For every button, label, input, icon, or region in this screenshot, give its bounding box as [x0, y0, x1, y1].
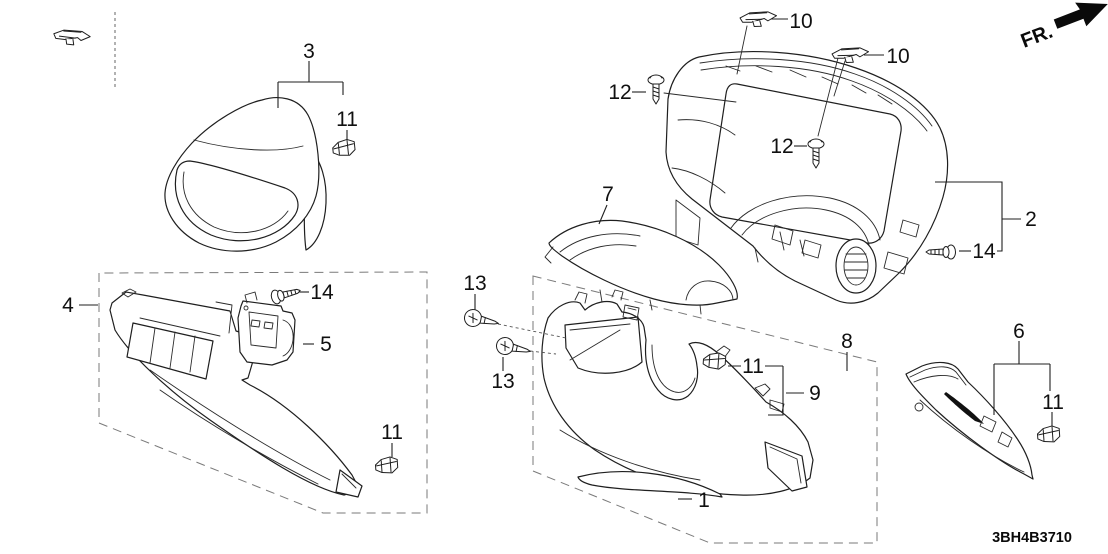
callout-9[interactable]: 9 — [809, 382, 821, 405]
callout-7[interactable]: 7 — [602, 183, 614, 206]
callout-14a[interactable]: 14 — [310, 281, 334, 304]
callout-1[interactable]: 1 — [698, 489, 710, 512]
screw-icon-12a — [647, 74, 665, 105]
part-9-driver-lower-cover[interactable] — [541, 289, 814, 496]
assembly-boundary-4 — [98, 271, 428, 514]
clip-icon-11d — [1036, 424, 1061, 444]
callout-labels: 3 11 10 10 12 12 2 14 7 14 4 5 13 13 11 … — [62, 10, 1064, 512]
part-1-lower-trim-strip[interactable] — [577, 471, 723, 498]
callout-10a[interactable]: 10 — [789, 10, 812, 33]
callout-6[interactable]: 6 — [1013, 320, 1025, 343]
part-5-bracket[interactable] — [237, 291, 296, 366]
callout-2[interactable]: 2 — [1025, 208, 1037, 231]
leader-lines — [79, 18, 1053, 500]
callout-14b[interactable]: 14 — [972, 240, 996, 263]
callout-13a[interactable]: 13 — [463, 272, 486, 295]
callout-10b[interactable]: 10 — [886, 45, 909, 68]
callout-11a[interactable]: 11 — [336, 108, 358, 131]
fr-direction-indicator: FR. — [1018, 2, 1108, 53]
part-2-meter-visor[interactable] — [665, 51, 949, 304]
clip-icon-legend — [51, 24, 92, 50]
screw-icon-13a — [462, 307, 501, 333]
assembly-boundary-8 — [532, 275, 878, 544]
clip-icon-11a — [331, 138, 357, 158]
screw-icon-13b — [494, 335, 533, 361]
callout-12a[interactable]: 12 — [608, 81, 631, 104]
clip-icon-10a — [738, 8, 778, 30]
part-3-speaker-garnish[interactable] — [164, 97, 327, 252]
part-7-steering-column-cover[interactable] — [544, 219, 738, 315]
clip-icon-11b — [374, 455, 399, 475]
callout-11d[interactable]: 11 — [1042, 391, 1064, 414]
part-4-driver-vent-garnish[interactable] — [109, 288, 363, 498]
callout-11b[interactable]: 11 — [381, 421, 403, 444]
callout-5[interactable]: 5 — [320, 333, 332, 356]
screw-icon-14b — [925, 244, 956, 260]
screw-icon-14a — [269, 283, 303, 306]
part-6-passenger-garnish[interactable] — [905, 361, 1034, 480]
callout-4[interactable]: 4 — [62, 294, 74, 317]
callout-3[interactable]: 3 — [303, 40, 315, 63]
diagram-code: 3BH4B3710 — [992, 530, 1072, 546]
fr-label: FR. — [1018, 21, 1056, 53]
callout-13b[interactable]: 13 — [491, 370, 514, 393]
fr-arrow-icon — [1053, 2, 1108, 29]
callout-8[interactable]: 8 — [841, 330, 853, 353]
callout-11c[interactable]: 11 — [742, 355, 764, 378]
callout-12b[interactable]: 12 — [770, 135, 793, 158]
